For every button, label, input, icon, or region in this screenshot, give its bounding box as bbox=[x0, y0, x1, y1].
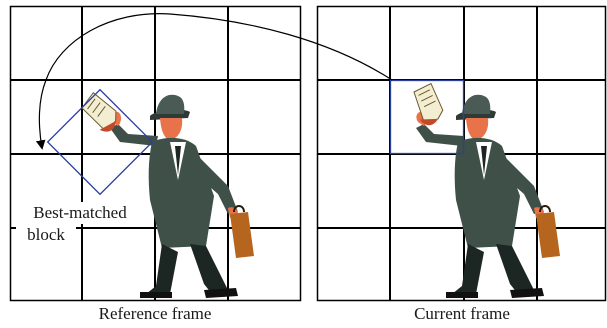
current-frame bbox=[316, 5, 607, 302]
motion-vector-arrow bbox=[35, 13, 393, 150]
best-matched-label-line2: block bbox=[16, 224, 76, 246]
reference-frame bbox=[9, 5, 302, 302]
best-matched-block bbox=[46, 88, 154, 196]
current-frame-caption: Current frame bbox=[414, 304, 510, 323]
reference-frame-caption: Reference frame bbox=[98, 304, 212, 323]
current-block bbox=[389, 79, 465, 155]
best-matched-label-line1: Best-matched bbox=[16, 202, 144, 224]
